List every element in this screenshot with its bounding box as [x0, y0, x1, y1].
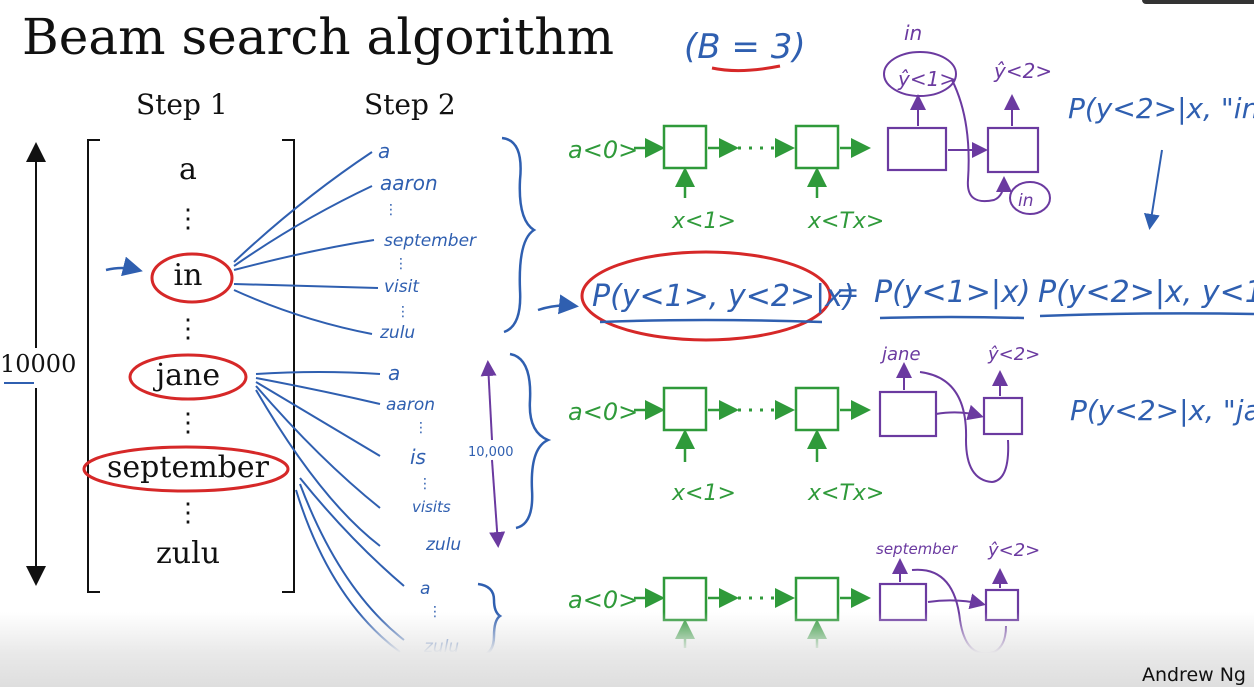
selected-word-circle	[128, 353, 248, 401]
input-label: x<1>	[671, 481, 736, 506]
equation-circle	[580, 250, 832, 342]
feed-circle	[1009, 181, 1051, 215]
beam-width-underline	[711, 64, 781, 73]
decoder-cell	[878, 390, 938, 438]
output-word: september	[876, 540, 958, 558]
candidate-word: a	[420, 579, 430, 599]
vocab-word-jane: jane	[155, 358, 221, 393]
vocab-size-label: 10000	[0, 350, 77, 378]
fan-lines-in	[233, 151, 379, 335]
fan-lines-jane	[255, 371, 381, 547]
encoder-cell	[794, 386, 840, 432]
equation-lhs: P(y<1>, y<2>|x)	[592, 279, 855, 314]
decoder-row-2: a<0> x<1> x<Tx> jane ŷ<2> P(y<2>|x, "jan…	[568, 344, 1254, 506]
selected-word-circle	[82, 445, 290, 493]
footer-bar	[0, 612, 1254, 687]
candidate-word: a	[378, 139, 390, 163]
encoder-cell	[662, 124, 708, 170]
input-label: x<Tx>	[807, 481, 884, 506]
equation-underline	[879, 315, 1025, 320]
candidate-word: aaron	[380, 171, 438, 195]
activation-label: a<0>	[568, 398, 638, 426]
equation-rhs-first: P(y<1>|x)	[874, 275, 1030, 310]
step2-label: Step 2	[364, 88, 456, 121]
author-credit: Andrew Ng	[1141, 664, 1246, 686]
output-circle	[883, 51, 957, 97]
vocab-ellipsis: ⋮	[175, 408, 201, 438]
vocab-word-zulu: zulu	[155, 536, 221, 571]
conditional-prob: P(y<2>|x, "in")	[1068, 92, 1254, 125]
candidate-word: visit	[384, 277, 420, 297]
vocab-word-in: in	[173, 258, 203, 293]
branch-count-arrow	[489, 459, 506, 548]
vocab-ellipsis: ⋮	[175, 204, 201, 234]
conditional-prob: P(y<2>|x, "jane")	[1070, 394, 1254, 427]
output-label: ŷ<2>	[993, 59, 1052, 83]
output-label: ŷ<2>	[987, 344, 1040, 365]
input-label: x<Tx>	[807, 209, 884, 234]
feed-word: in	[1018, 191, 1034, 211]
equation-equals: =	[836, 276, 859, 309]
candidate-word: zulu	[425, 535, 461, 555]
selected-word-circle	[150, 252, 234, 304]
encoder-cell	[662, 386, 708, 432]
equation-rhs-second: P(y<2>|x, y<1>)	[1038, 275, 1254, 310]
output-word: in	[904, 21, 922, 45]
output-label: ŷ<2>	[987, 540, 1040, 561]
vocab-ellipsis: ⋮	[175, 314, 201, 344]
vocab-bracket-left	[87, 139, 100, 593]
candidate-word: aaron	[386, 395, 435, 415]
output-word: jane	[879, 344, 921, 365]
equation-underline	[599, 318, 823, 324]
candidate-ellipsis: ⋮	[394, 256, 408, 272]
pointer-arrow	[105, 256, 143, 277]
decoder-cell	[982, 396, 1024, 436]
decoder-cell	[886, 126, 948, 172]
activation-label: a<0>	[568, 586, 638, 614]
decoder-cell	[986, 126, 1040, 174]
step1-label: Step 1	[136, 88, 228, 121]
vocab-ellipsis: ⋮	[175, 498, 201, 528]
branch-count-label: 10,000	[468, 445, 514, 460]
candidate-word: is	[410, 445, 426, 469]
decoder-row-1: a<0> x<1> x<Tx> ŷ<1> in ŷ<2> in P(y<2>|x…	[568, 21, 1254, 234]
activation-label: a<0>	[568, 136, 638, 164]
vocab-word-september: september	[107, 450, 269, 485]
branch-count-arrow	[480, 360, 497, 441]
corner-tab	[1142, 0, 1254, 4]
slide-title: Beam search algorithm	[22, 8, 615, 66]
encoder-cell	[794, 124, 840, 170]
vocab-bracket-right	[282, 139, 295, 593]
candidate-word: visits	[412, 498, 451, 516]
input-label: x<1>	[671, 209, 736, 234]
candidate-word: a	[388, 361, 400, 385]
beam-width-note: (B = 3)	[684, 27, 806, 67]
candidate-word: september	[384, 231, 477, 251]
candidate-ellipsis: ⋮	[384, 202, 398, 218]
pointer-arrow	[537, 294, 579, 315]
candidate-ellipsis: ⋮	[414, 420, 428, 436]
vocab-word-a: a	[179, 152, 197, 187]
equation-underline	[1039, 312, 1254, 318]
candidate-word: zulu	[379, 323, 415, 343]
candidate-brace	[477, 136, 552, 658]
candidate-ellipsis: ⋮	[396, 304, 410, 320]
output-label: ŷ<1>	[897, 67, 956, 91]
candidate-ellipsis: ⋮	[418, 476, 432, 492]
